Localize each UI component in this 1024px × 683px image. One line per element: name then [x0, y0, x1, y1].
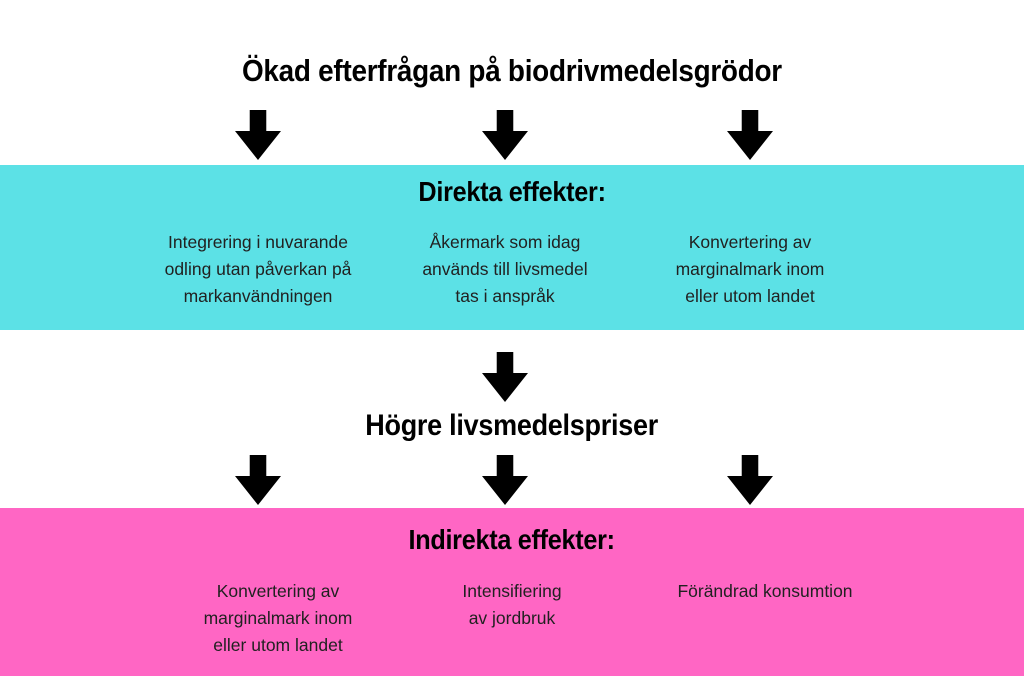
top-title-text: Ökad efterfrågan på biodrivmedelsgrödor	[242, 53, 782, 88]
middle-title-text: Högre livsmedelspriser	[365, 409, 659, 442]
down-arrow-icon	[482, 455, 528, 505]
down-arrow-icon	[727, 455, 773, 505]
direct-effects-heading-text: Direkta effekter:	[418, 176, 606, 207]
top-title: Ökad efterfrågan på biodrivmedelsgrödor	[0, 52, 1024, 90]
down-arrow-icon	[235, 110, 281, 160]
direct-effect-item-3: Konvertering av marginalmark inom eller …	[675, 232, 825, 306]
direct-effect-item-1: Integrering i nuvarande odling utan påve…	[164, 232, 352, 306]
indirect-effect-item-3: Förändrad konsumtion	[677, 581, 853, 601]
indirect-effect-item-2: Intensifiering av jordbruk	[462, 581, 562, 628]
indirect-effects-heading-text: Indirekta effekter:	[408, 524, 616, 555]
down-arrow-icon	[482, 110, 528, 160]
direct-effects-heading: Direkta effekter:	[0, 176, 1024, 208]
indirect-effects-heading: Indirekta effekter:	[0, 524, 1024, 556]
down-arrow-icon	[235, 455, 281, 505]
indirect-effect-item-1: Konvertering av marginalmark inom eller …	[203, 581, 353, 655]
indirect-effects-box	[0, 508, 1024, 676]
direct-effects-box	[0, 165, 1024, 330]
down-arrow-icon	[727, 110, 773, 160]
middle-title: Högre livsmedelspriser	[0, 408, 1024, 444]
down-arrow-icon	[482, 352, 528, 402]
direct-effect-item-2: Åkermark som idag används till livsmedel…	[422, 232, 588, 306]
